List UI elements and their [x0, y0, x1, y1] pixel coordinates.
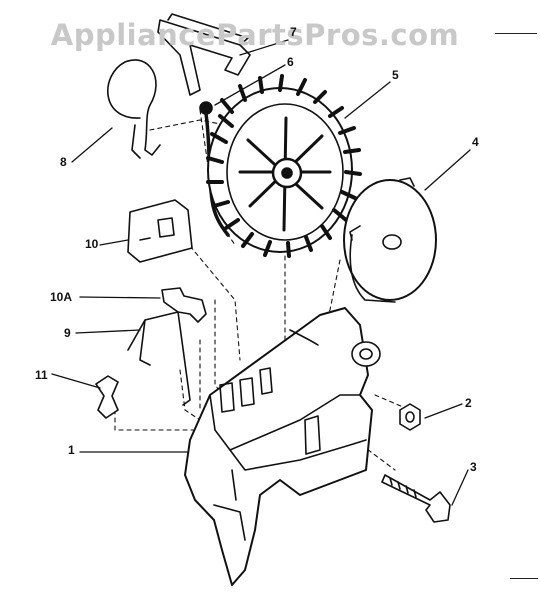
callout-7: 7: [290, 25, 297, 39]
callout-8: 8: [60, 155, 67, 169]
starter-bracket: [184, 307, 381, 586]
callout-10a: 10A: [50, 290, 73, 304]
callout-2: 2: [465, 396, 472, 410]
edge-rule-top: [495, 33, 537, 34]
retainer-plate: [127, 199, 193, 263]
callout-4: 4: [472, 135, 479, 149]
callout-3: 3: [470, 460, 477, 474]
pawl-spring: [127, 311, 191, 406]
callout-9: 9: [64, 326, 71, 340]
leader-lines: [51, 39, 471, 506]
recoil-spring: [343, 177, 437, 303]
hex-nut: [399, 403, 421, 431]
callout-5: 5: [392, 68, 399, 82]
callout-11: 11: [35, 368, 48, 382]
rope-guide-clip: [107, 59, 161, 159]
recoil-pulley: [206, 74, 362, 258]
pull-handle: [157, 13, 251, 96]
edge-rule-bottom: [510, 578, 538, 579]
callout-6: 6: [287, 55, 294, 69]
retaining-clip: [95, 375, 119, 419]
shoulder-bolt: [381, 474, 451, 523]
pawl: [161, 287, 207, 323]
callout-1: 1: [68, 443, 75, 457]
callout-10: 10: [85, 237, 99, 251]
